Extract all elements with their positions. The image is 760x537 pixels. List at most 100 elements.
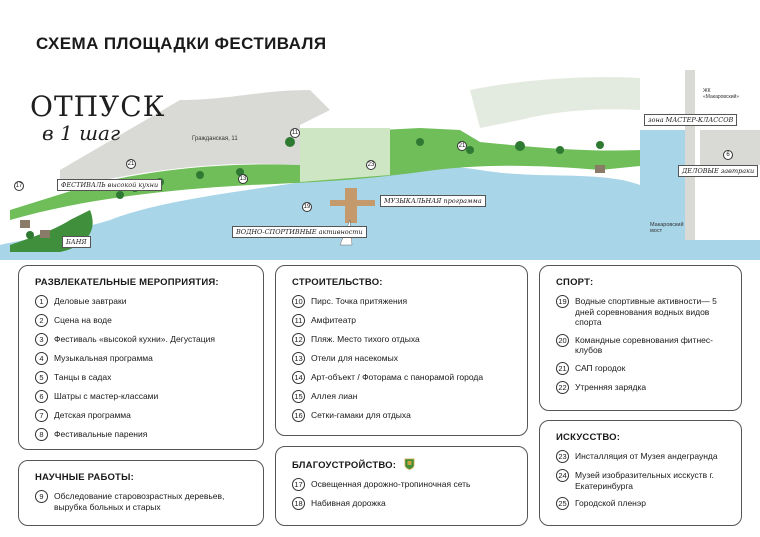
legend-art: ИСКУССТВО: 23 Инсталляция от Музея андегр…: [539, 420, 742, 526]
bridge: [685, 70, 695, 240]
legend-text: САП городок: [575, 362, 626, 373]
map-pin: 17: [14, 181, 24, 191]
legend-landscaping-title: БЛАГОУСТРОЙСТВО:: [292, 458, 513, 471]
legend-item: 3 Фестиваль «высокой кухни». Дегустация: [35, 333, 249, 346]
logo-line2: в 1 шаг: [42, 121, 121, 145]
legend-text: Детская программа: [54, 410, 131, 420]
legend-number: 20: [556, 333, 569, 347]
legend-item: 5 Танцы в садах: [35, 371, 249, 384]
legend-item: 15 Аллея лиан: [292, 390, 513, 403]
legend-number: 16: [292, 409, 305, 422]
legend-item: 8 Фестивальные парения: [35, 428, 249, 441]
legend-text: Инсталляция от Музея андеграунда: [575, 451, 718, 461]
light-lawn: [300, 128, 390, 182]
legend-number: 12: [292, 333, 305, 346]
legend-text: Командные соревнования фитнес-клубов: [575, 334, 713, 356]
legend-number: 11: [292, 314, 305, 327]
legend-text: Фестивальные парения: [54, 429, 148, 439]
legend-number: 22: [556, 380, 569, 394]
legend-number: 2: [35, 314, 48, 327]
top-lawn: [470, 77, 640, 128]
legend-item: 9 Обследование старовозрастных деревьев, …: [35, 490, 249, 512]
legend-text: Аллея лиан: [311, 391, 358, 401]
legend-text: Городской пленэр: [575, 498, 646, 508]
legend-entertainment-title: РАЗВЛЕКАТЕЛЬНЫЕ МЕРОПРИЯТИЯ:: [35, 277, 219, 288]
legend-number: 15: [292, 390, 305, 403]
tag-master-classes: зона МАСТЕР-КЛАССОВ: [644, 114, 738, 126]
legend-number: 8: [35, 428, 48, 441]
legend-art-title: ИСКУССТВО:: [556, 432, 621, 443]
legend-science-title: НАУЧНЫЕ РАБОТЫ:: [35, 472, 134, 483]
legend-number: 5: [35, 371, 48, 384]
house: [40, 230, 50, 238]
legend-number: 14: [292, 371, 305, 384]
legend-number: 3: [35, 333, 48, 346]
festival-logo: ОТПУСК в 1 шаг: [30, 92, 164, 148]
legend-sport-title: СПОРТ:: [556, 277, 594, 288]
legend-item: 10 Пирс. Точка притяжения: [292, 295, 513, 308]
legend-text: Утренняя зарядка: [575, 381, 647, 392]
legend-text: Танцы в садах: [54, 372, 112, 382]
legend-number: 1: [35, 295, 48, 308]
legend-text: Пирс. Точка притяжения: [311, 296, 408, 306]
pier-deck: [330, 200, 375, 206]
legend-text: Обследование старовозрастных деревьев, в…: [54, 491, 225, 512]
legend-text: Пляж. Место тихого отдыха: [311, 334, 420, 344]
legend-item: 20 Командные соревнования фитнес-клубов: [556, 333, 727, 356]
legend-item: 6 Шатры с мастер-классами: [35, 390, 249, 403]
legend-number: 9: [35, 490, 48, 503]
legend-text: Деловые завтраки: [54, 296, 127, 306]
legend-text: Музыкальная программа: [54, 353, 153, 363]
page-title: СХЕМА ПЛОЩАДКИ ФЕСТИВАЛЯ: [36, 34, 327, 53]
label-makarovsky-bridge: Макаровский мост: [650, 222, 684, 234]
legend-number: 17: [292, 478, 305, 491]
legend-text: Музей изобразительных исскуств г. Екатер…: [575, 470, 714, 491]
legend-item: 13 Отели для насекомых: [292, 352, 513, 365]
legend-construction-title: СТРОИТЕЛЬСТВО:: [292, 277, 383, 288]
legend-number: 4: [35, 352, 48, 365]
house: [20, 220, 30, 228]
map-pin: 21: [126, 159, 136, 169]
map-pin: 6: [723, 150, 733, 160]
legend-text: Фестиваль «высокой кухни». Дегустация: [54, 334, 215, 344]
legend-text: Набивная дорожка: [311, 498, 386, 508]
legend-text: Отели для насекомых: [311, 353, 398, 363]
legend-number: 10: [292, 295, 305, 308]
tag-water-sport: ВОДНО-СПОРТИВНЫЕ активности: [232, 226, 367, 238]
legend-item: 1 Деловые завтраки: [35, 295, 249, 308]
legend-item: 7 Детская программа: [35, 409, 249, 422]
map-pin: 23: [366, 160, 376, 170]
legend-number: 6: [35, 390, 48, 403]
map-pin: 11: [290, 128, 300, 138]
legend-number: 13: [292, 352, 305, 365]
map-pin: 21: [457, 141, 467, 151]
tag-breakfasts: ДЕЛОВЫЕ завтраки: [678, 165, 759, 177]
map-pin: 13: [238, 174, 248, 184]
legend-item: 22 Утренняя зарядка: [556, 380, 727, 394]
legend-item: 4 Музыкальная программа: [35, 352, 249, 365]
legend-entertainment: РАЗВЛЕКАТЕЛЬНЫЕ МЕРОПРИЯТИЯ: 1 Деловые за…: [18, 265, 264, 450]
label-zhk: ЖК «Макаровский»: [703, 88, 740, 100]
legend-item: 12 Пляж. Место тихого отдыха: [292, 333, 513, 346]
label-grazhdanskaya: Гражданская, 11: [192, 136, 238, 142]
legend-number: 7: [35, 409, 48, 422]
legend-number: 23: [556, 450, 569, 463]
legend-number: 21: [556, 361, 569, 375]
tag-banya: БАНЯ: [62, 236, 91, 248]
legend-item: 24 Музей изобразительных исскуств г. Екат…: [556, 469, 727, 491]
legend-number: 24: [556, 469, 569, 482]
legend-text: Водные спортивные активности— 5 дней сор…: [575, 296, 717, 327]
legend-item: 23 Инсталляция от Музея андеграунда: [556, 450, 727, 463]
tag-music: МУЗЫКАЛЬНАЯ программа: [380, 195, 486, 207]
legend-text: Шатры с мастер-классами: [54, 391, 159, 401]
